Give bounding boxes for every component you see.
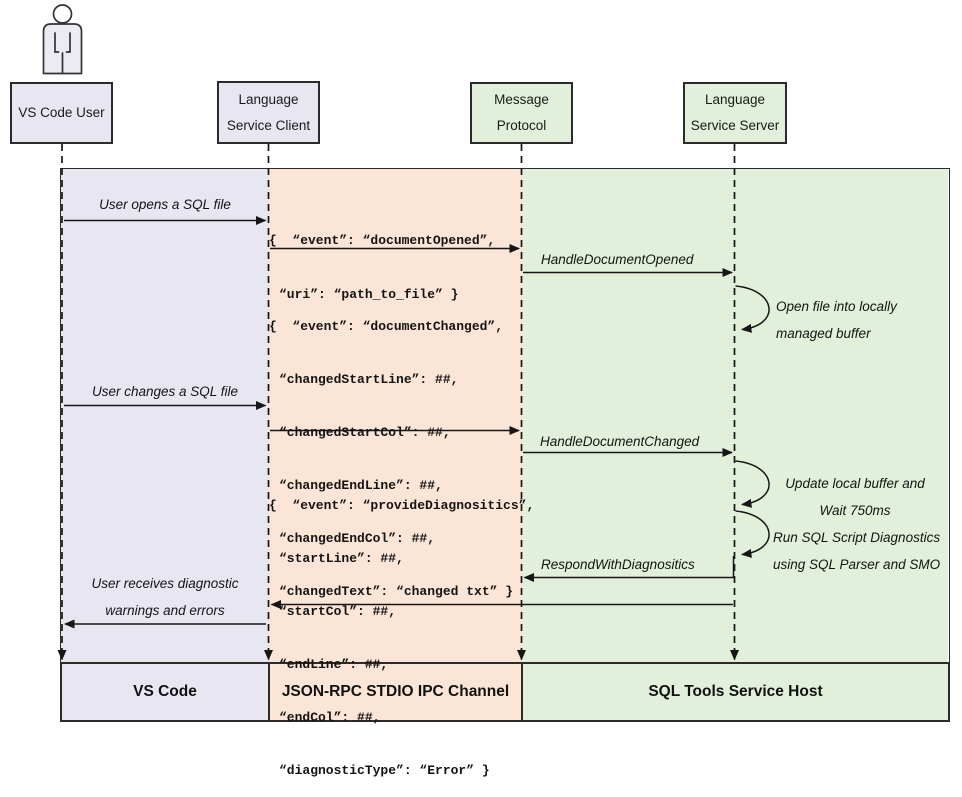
label-handle-document-changed: HandleDocumentChanged	[540, 434, 700, 449]
actor-box-label: Language	[238, 91, 299, 107]
actor-box-label: Service Server	[690, 118, 780, 133]
actor-box-label: Protocol	[496, 118, 547, 133]
label-user-opens-file: User opens a SQL file	[99, 197, 231, 212]
lane-title-sql-tools-service-host: SQL Tools Service Host	[521, 662, 950, 722]
label-respond-with-diagnositics: RespondWithDiagnositics	[541, 557, 695, 572]
label-handle-document-opened: HandleDocumentOpened	[541, 252, 694, 267]
label-user-changes-file: User changes a SQL file	[91, 384, 239, 399]
note-update-buffer-wait: Update local buffer and Wait 750ms	[785, 476, 925, 518]
actor-head	[52, 4, 73, 24]
actor-box-label: Language	[704, 92, 766, 107]
payload-document-changed: { “event”: “documentChanged”, “changedSt…	[269, 319, 514, 599]
lane-title-vscode: VS Code	[60, 662, 270, 722]
note-open-file-buffer: Open file into locally managed buffer	[776, 299, 897, 341]
label-user-receives-diagnostics: User receives diagnostic warnings and er…	[91, 576, 239, 618]
payload-provide-diagnositics: { “event”: “provideDiagnositics”, “start…	[269, 498, 535, 778]
actor-box-language-service-server: Language Service Server	[683, 82, 787, 144]
lane-ipc-channel	[269, 169, 522, 721]
lane-title-json-rpc-channel: JSON-RPC STDIO IPC Channel	[268, 662, 523, 722]
actor-box-message-protocol: Message Protocol	[470, 82, 573, 144]
actor-box-label: Service Client	[226, 117, 311, 133]
actor-box-label: Message	[494, 92, 549, 107]
actor-box-language-service-client: Language Service Client	[217, 81, 320, 144]
lane-vscode	[61, 169, 269, 721]
sequence-diagram-page: { "colors": { "lavender": "#e8e6f1", "pe…	[10, 4, 950, 778]
user-actor-icon	[42, 4, 83, 75]
actor-body	[42, 23, 83, 75]
actor-box-vscode-user: VS Code User	[10, 82, 113, 144]
note-run-sql-diagnostics: Run SQL Script Diagnostics using SQL Par…	[773, 530, 941, 572]
payload-document-opened: { “event”: “documentOpened”, “uri”: “pat…	[269, 233, 496, 302]
actor-box-label: VS Code User	[18, 105, 105, 120]
